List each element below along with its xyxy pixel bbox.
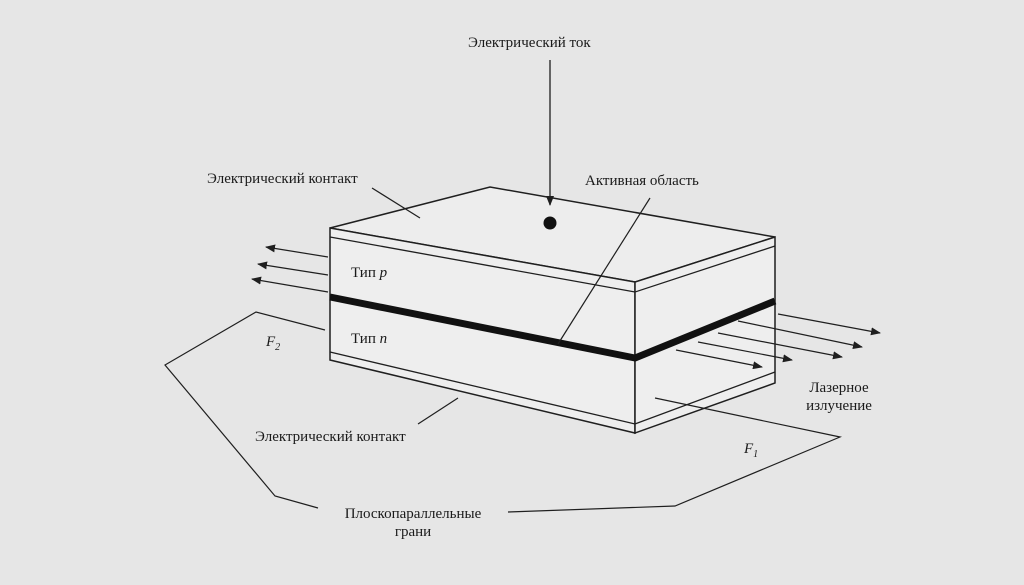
leader-active-region	[557, 197, 651, 345]
label-plane-parallel-faces: Плоскопараллельные грани	[318, 505, 508, 541]
left-beam-arrow-2	[257, 261, 329, 276]
left-beam-arrow-1	[265, 244, 329, 258]
leader-contact-top	[371, 187, 421, 219]
right-beam-arrow-5	[675, 349, 763, 370]
f1-letter: F	[744, 441, 754, 457]
right-beam-arrow-1	[777, 313, 881, 336]
type-n-letter: n	[379, 331, 388, 347]
right-beam-arrow-4	[697, 341, 793, 363]
faces-line-2: грани	[394, 524, 432, 540]
label-type-p: Тип p	[351, 264, 387, 282]
type-p-prefix: Тип	[351, 265, 376, 281]
leader-contact-bottom	[417, 397, 459, 425]
left-beam-arrow-3	[251, 276, 329, 293]
faces-bracket-right	[507, 397, 843, 513]
right-beam-arrow-2	[737, 320, 863, 350]
block-right-face	[634, 235, 776, 435]
label-contact-top: Электрический контакт	[207, 171, 358, 187]
type-n-prefix: Тип	[351, 331, 376, 347]
label-f2: F2	[266, 333, 280, 357]
top-contact-line	[329, 236, 776, 293]
bottom-contact-line	[329, 351, 776, 425]
right-beam-arrow-3	[717, 332, 843, 360]
laser-emission-line-1: Лазерное	[809, 380, 869, 396]
f2-letter: F	[266, 334, 276, 350]
laser-emission-line-2: излучение	[806, 398, 872, 414]
label-type-n: Тип n	[351, 330, 387, 348]
label-electric-current: Электрический ток	[468, 35, 591, 51]
f1-subscript: 1	[753, 449, 759, 460]
active-region-layer	[329, 293, 777, 362]
faces-line-1: Плоскопараллельные	[344, 506, 482, 522]
f2-subscript: 2	[275, 342, 281, 353]
label-laser-emission: Лазерное излучение	[784, 379, 894, 415]
label-contact-bottom: Электрический контакт	[255, 429, 406, 445]
label-active-region: Активная область	[585, 173, 699, 189]
faces-bracket-left	[164, 311, 326, 509]
current-contact-dot	[543, 216, 557, 230]
type-p-letter: p	[379, 265, 388, 281]
label-f1: F1	[744, 440, 758, 464]
